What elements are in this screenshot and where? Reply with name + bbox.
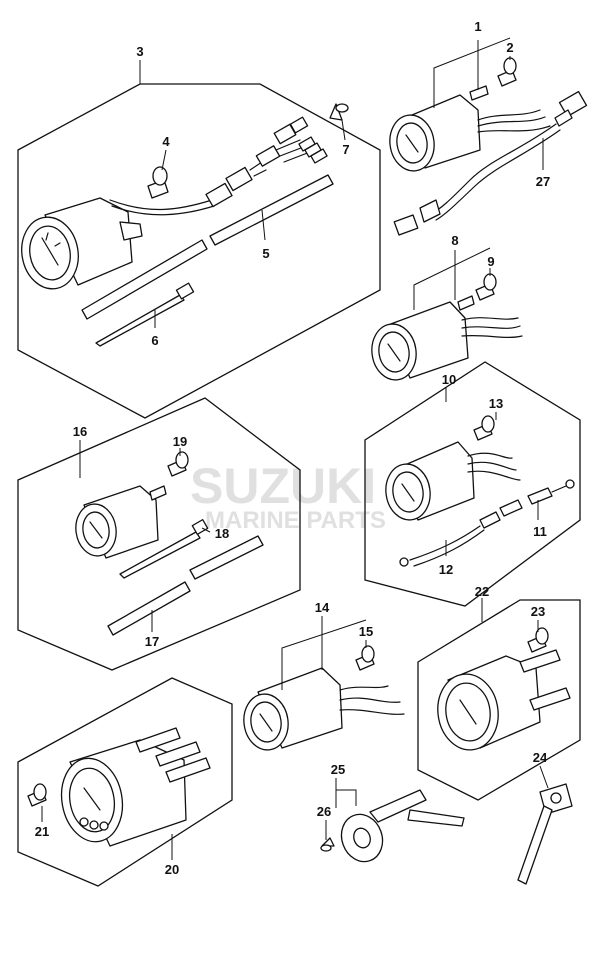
callout-2[interactable]: 2 [506,40,513,55]
group-3-box [17,83,381,419]
part-18-cable-tie[interactable] [119,519,209,579]
part-15-bulb[interactable] [355,645,375,671]
callout-25[interactable]: 25 [331,762,345,777]
callout-11[interactable]: 11 [533,524,547,539]
part-17-tube[interactable] [107,535,264,636]
callout-5[interactable]: 5 [262,246,269,261]
callout-17[interactable]: 17 [145,634,159,649]
callout-10[interactable]: 10 [442,372,456,387]
callout-14[interactable]: 14 [315,600,330,615]
part-11-wire[interactable] [527,479,575,505]
leader-lines [41,37,549,860]
part-16-gauge[interactable] [73,485,167,559]
callout-12[interactable]: 12 [439,562,453,577]
part-14-gauge[interactable] [240,667,405,753]
part-21-bulb[interactable] [27,783,47,807]
part-3-harness [205,116,328,208]
callout-23[interactable]: 23 [531,604,545,619]
part-25-sender[interactable] [335,789,465,867]
callout-24[interactable]: 24 [533,750,548,765]
part-10-gauge[interactable] [382,441,521,523]
watermark-brand: SUZUKI [190,458,376,514]
part-6-cable-tie[interactable] [95,282,195,347]
callout-4[interactable]: 4 [162,134,170,149]
callout-6[interactable]: 6 [151,333,158,348]
suzuki-watermark: SUZUKI MARINE PARTS [190,458,386,534]
callout-13[interactable]: 13 [489,396,503,411]
callout-labels: 1 2 3 4 5 6 7 8 9 10 11 12 13 14 15 16 1… [35,19,550,877]
group-10-box [364,361,581,607]
part-19-bulb[interactable] [167,451,189,477]
part-22-gauge[interactable] [433,649,571,754]
part-9-bulb[interactable] [475,273,497,301]
part-20-gauge[interactable] [55,727,211,847]
part-4-bulb[interactable] [147,166,169,199]
part-5-tube[interactable] [209,174,334,246]
callout-22[interactable]: 22 [475,584,489,599]
callout-15[interactable]: 15 [359,624,373,639]
part-1-gauge[interactable] [386,85,551,174]
callout-16[interactable]: 16 [73,424,87,439]
part-8-gauge[interactable] [368,295,523,383]
callout-20[interactable]: 20 [165,862,179,877]
group-16-box [17,397,301,671]
part-12-wire-harness[interactable] [399,499,523,567]
callout-19[interactable]: 19 [173,434,187,449]
callout-3[interactable]: 3 [136,44,143,59]
callout-8[interactable]: 8 [451,233,458,248]
callout-18[interactable]: 18 [215,526,229,541]
callout-1[interactable]: 1 [474,19,481,34]
part-7-screw[interactable] [329,103,349,121]
callout-21[interactable]: 21 [35,824,49,839]
group-20-box [17,677,233,887]
callout-27[interactable]: 27 [536,174,550,189]
part-24-lever[interactable] [517,783,573,885]
part-27-harness[interactable] [393,90,588,236]
part-13-bulb[interactable] [473,415,495,441]
callout-26[interactable]: 26 [317,804,331,819]
part-5-tube-lower[interactable] [81,239,208,320]
group-22-box [417,599,581,801]
part-3-gauge[interactable] [16,197,215,293]
part-26-screw[interactable] [320,837,335,852]
watermark-subtitle: MARINE PARTS [205,507,386,534]
callout-9[interactable]: 9 [487,254,494,269]
part-23-bulb[interactable] [527,627,549,653]
callout-7[interactable]: 7 [342,142,349,157]
part-2-bulb[interactable] [497,57,517,87]
